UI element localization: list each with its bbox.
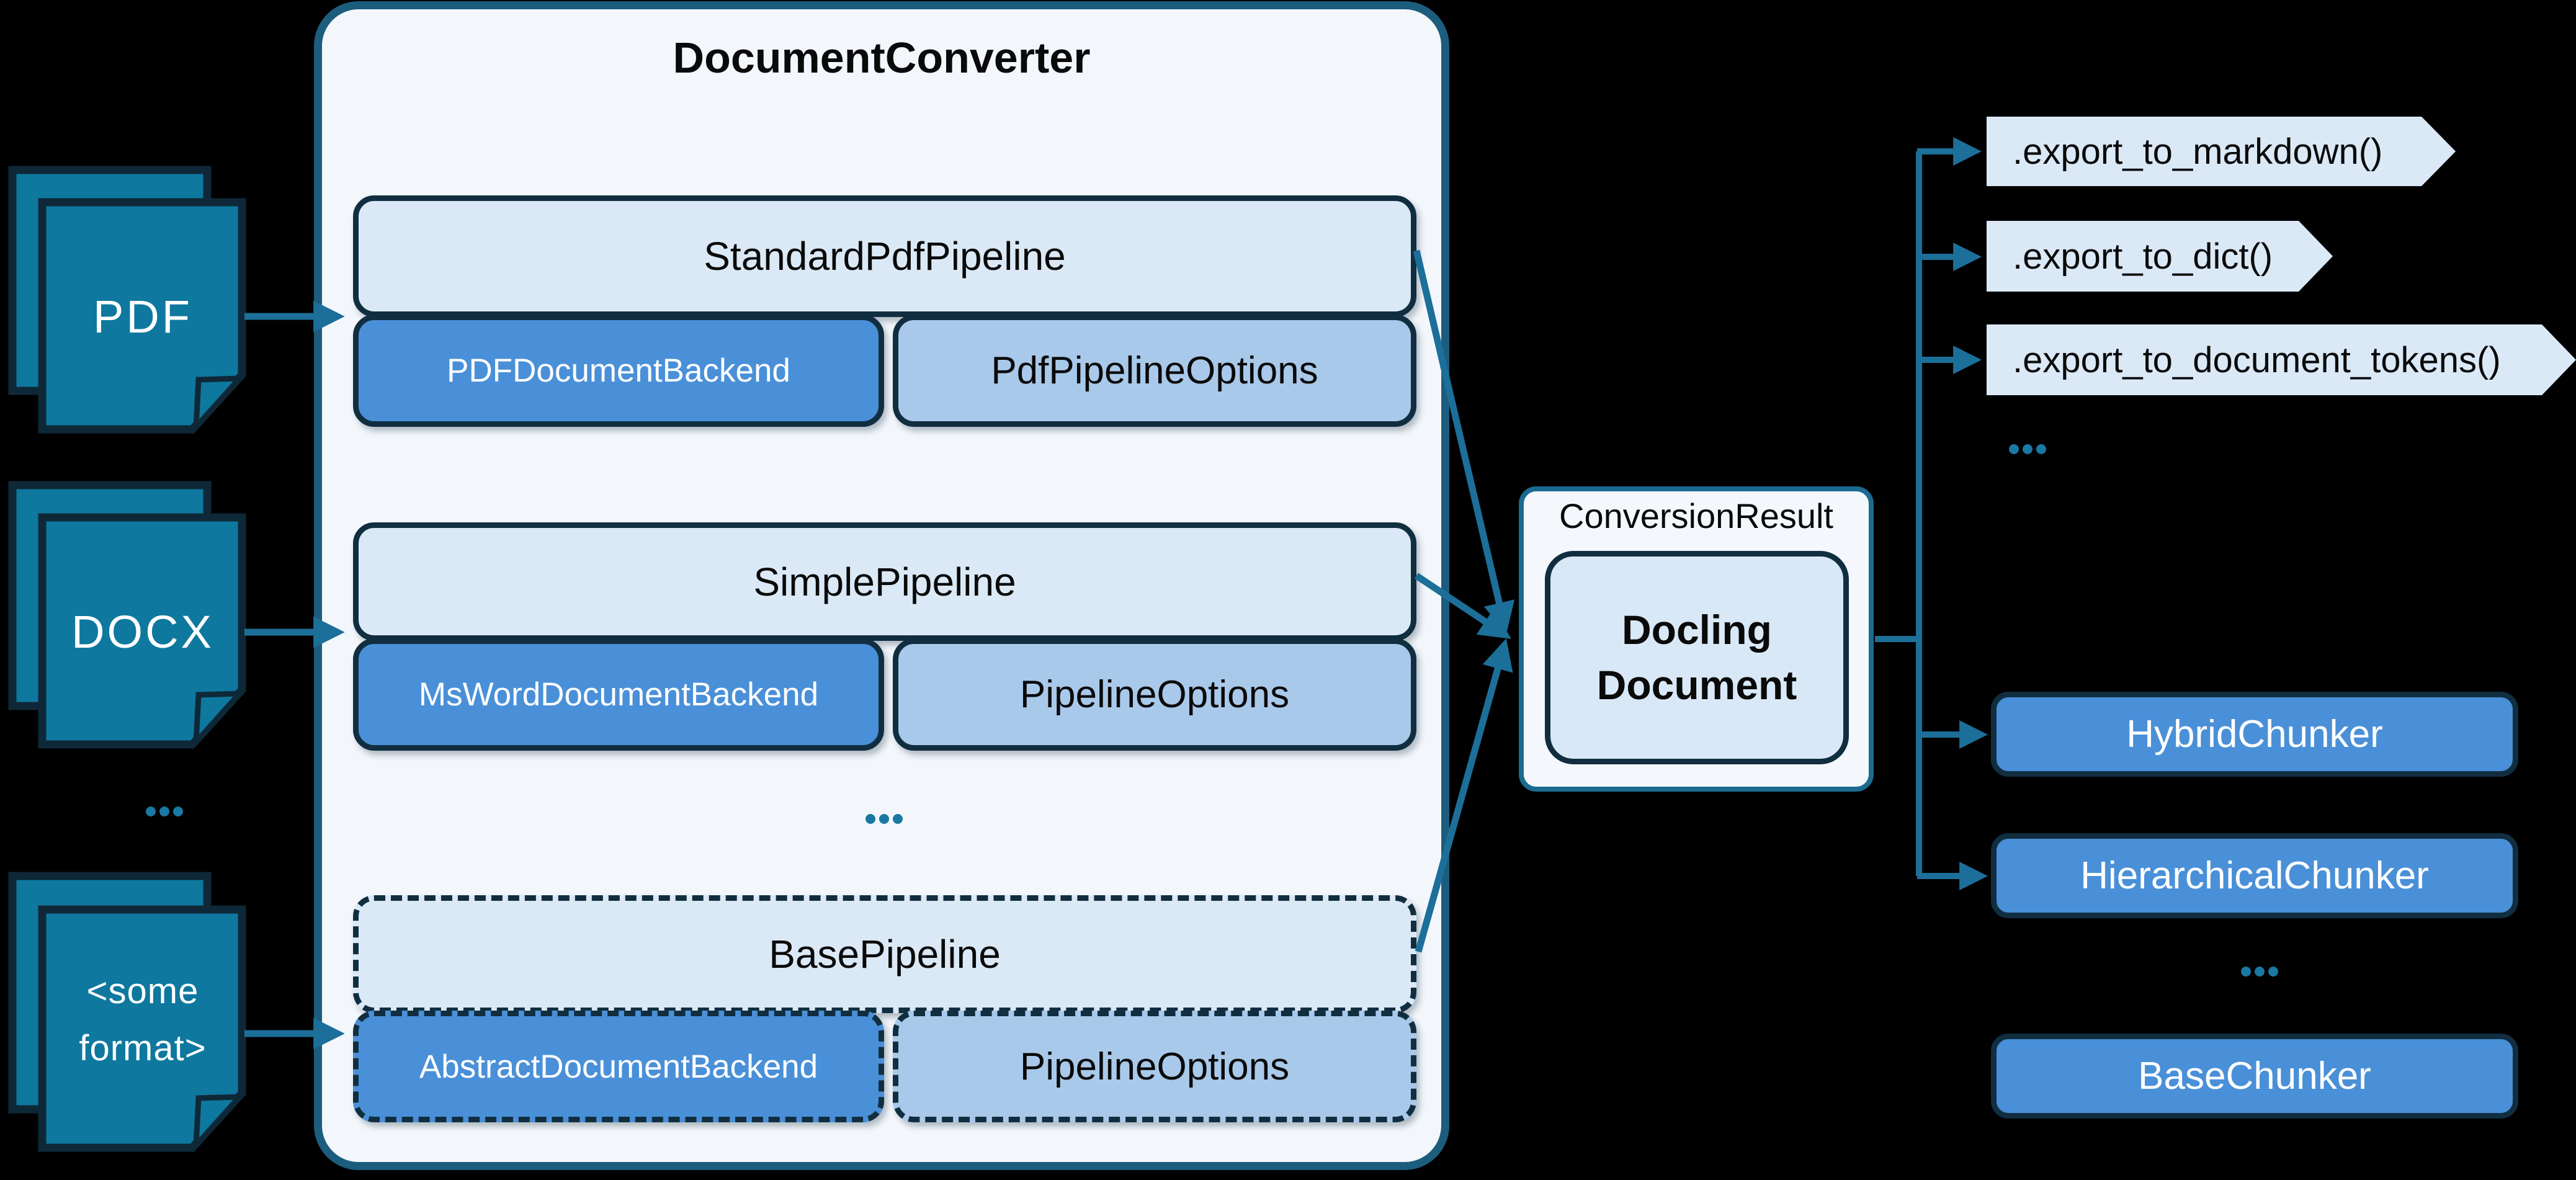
options-box-pipelineoptions: PipelineOptions	[893, 638, 1416, 751]
export-chevron-document-tokens: .export_to_document_tokens()	[1987, 324, 2576, 395]
input-docs-pdf-icon	[8, 166, 246, 435]
backend-box-abstractdocumentbackend: AbstractDocumentBackend	[353, 1011, 884, 1122]
conversionresult-label: ConversionResult	[1559, 496, 1833, 535]
chunker-box-hierarchical: HierarchicalChunker	[1991, 833, 2518, 918]
document-converter-title: DocumentConverter	[673, 34, 1091, 82]
converter-ellipsis	[865, 814, 903, 824]
docling-document-box: Docling Document	[1545, 551, 1849, 764]
input-label-someformat-line1: <some	[86, 971, 199, 1011]
chunkers-ellipsis	[2241, 967, 2278, 977]
backend-box-msworddocumentbackend: MsWordDocumentBackend	[353, 638, 884, 751]
export-chevron-markdown: .export_to_markdown()	[1987, 117, 2456, 186]
input-docs-docx-icon	[8, 481, 246, 750]
chunker-box-base: BaseChunker	[1991, 1034, 2518, 1119]
input-label-someformat-line2: format>	[79, 1028, 207, 1068]
options-box-pipelineoptions-base: PipelineOptions	[893, 1011, 1416, 1122]
exports-ellipsis	[2009, 444, 2046, 454]
chunker-box-hybrid: HybridChunker	[1991, 692, 2518, 777]
inputs-ellipsis	[146, 807, 183, 816]
input-label-pdf: PDF	[93, 291, 192, 342]
input-docs-someformat-icon	[8, 872, 246, 1153]
docling-document-line1: Docling	[1622, 606, 1772, 653]
docling-document-line2: Document	[1596, 662, 1797, 708]
pipeline-box-basepipeline: BasePipeline	[353, 895, 1416, 1013]
export-chevron-dict: .export_to_dict()	[1987, 221, 2333, 292]
options-box-pdfpipelineoptions: PdfPipelineOptions	[893, 315, 1416, 427]
backend-box-pdfdocumentbackend: PDFDocumentBackend	[353, 315, 884, 427]
pipeline-box-simplepipeline: SimplePipeline	[353, 522, 1416, 641]
input-label-someformat: <some format>	[43, 963, 242, 1077]
input-label-docx: DOCX	[71, 606, 214, 658]
pipeline-box-standardpdfpipeline: StandardPdfPipeline	[353, 195, 1416, 317]
